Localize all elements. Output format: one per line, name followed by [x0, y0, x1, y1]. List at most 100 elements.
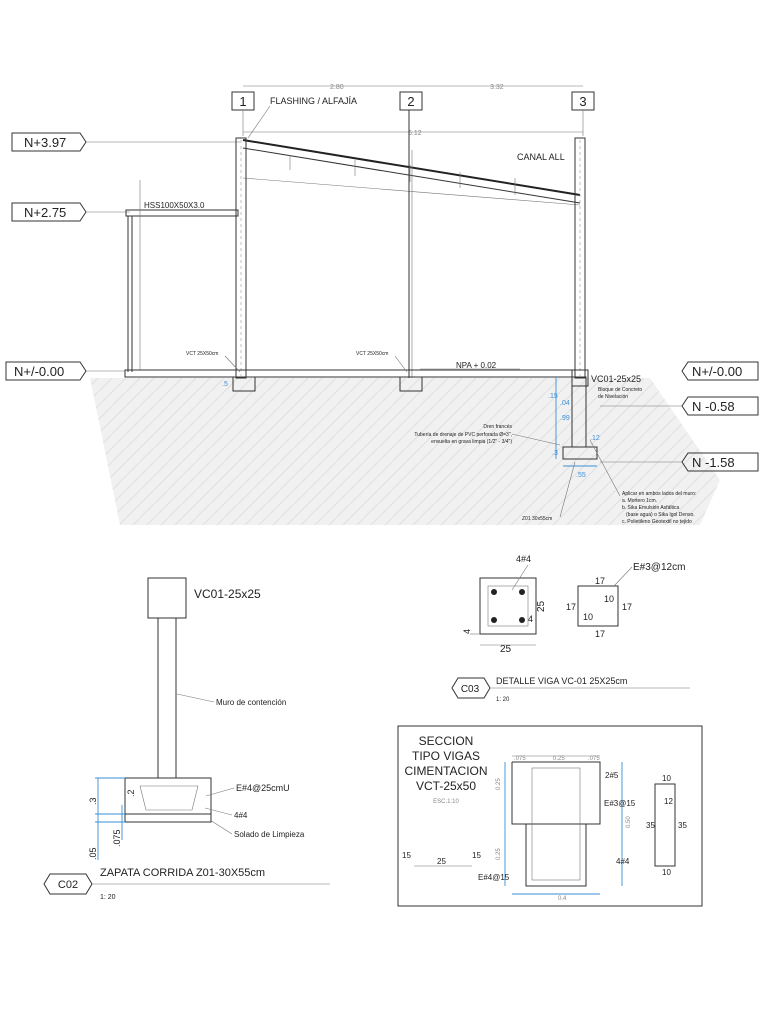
vct-bottom-dim: 0.4 [558, 896, 567, 902]
level-tag-158: N -1.58 [600, 452, 759, 472]
vc01-label: VC01-25x25 [591, 374, 641, 384]
svg-text:C02: C02 [58, 879, 78, 891]
muro-label: Muro de contención [216, 698, 286, 707]
aplicar-line-2: a. Mortero 1cm. [622, 498, 657, 504]
beam-section [479, 577, 537, 635]
dren-line-3: envuelta en grava limpia (1/2" - 3/4") [431, 439, 512, 445]
section-elevation: 1 2 3 2.80 3.32 6.12 FLASHING / ALFAJÍA … [5, 84, 759, 525]
vct-left-dim-3: 15 [472, 851, 481, 860]
c02-title: ZAPATA CORRIDA Z01-30X55cm [100, 867, 265, 879]
vct-stirrup-r: E#3@15 [604, 799, 636, 808]
dim-005: .05 [88, 847, 98, 860]
svg-text:17: 17 [566, 602, 576, 612]
svg-text:N -0.58: N -0.58 [692, 399, 735, 414]
detail-c03: 4#4 25 25 4 4 E#3@12cm 17 17 17 17 10 10… [451, 554, 690, 703]
vct-title-1: SECCION [419, 734, 474, 748]
dim-03: .3 [552, 450, 558, 457]
grid-dim-2: 3.32 [490, 84, 504, 91]
svg-text:N+2.75: N+2.75 [24, 205, 66, 220]
vct-scale: ESC.1:10 [433, 799, 459, 805]
dim-015: .15 [548, 393, 558, 400]
c02-tag [43, 873, 93, 895]
level-tag-275: N+2.75 [11, 202, 130, 222]
svg-text:17: 17 [622, 602, 632, 612]
c03-bars-label: 4#4 [516, 554, 531, 564]
vct-bottom-bars: 4#4 [616, 857, 630, 866]
vct-stirrup-l: E#4@15 [478, 873, 510, 882]
dren-line-1: Dren francés [483, 424, 512, 430]
aplicar-line-3: b. Sika Emulsión Asfáltica [622, 505, 679, 511]
svg-text:3: 3 [579, 94, 586, 109]
grid-bubble-1: 1 [231, 91, 255, 111]
c03-title: DETALLE VIGA VC-01 25X25cm [496, 676, 627, 686]
svg-text:12: 12 [664, 797, 673, 806]
aplicar-line-5: c. Polietileno Geotextil no tejido [622, 519, 692, 525]
vct-bars: 2#5 [605, 771, 619, 780]
canal-label: CANAL ALL [517, 152, 565, 162]
svg-text:N -1.58: N -1.58 [692, 455, 735, 470]
level-tag-000-left: N+/-0.00 [5, 361, 125, 381]
svg-text:10: 10 [583, 612, 593, 622]
svg-text:N+/-0.00: N+/-0.00 [692, 364, 742, 379]
vct-title-4: VCT-25x50 [416, 779, 476, 793]
hss-label: HSS100X50X3.0 [144, 201, 205, 210]
dim-02: .2 [126, 789, 136, 797]
dim-004: .04 [560, 400, 570, 407]
c03-dim-h: 25 [536, 600, 547, 612]
svg-text:35: 35 [646, 821, 655, 830]
c03-dim-w: 25 [500, 644, 512, 655]
c03-scale: 1: 20 [496, 697, 510, 703]
dim-012: .12 [590, 435, 600, 442]
detail-vct: SECCION TIPO VIGAS CIMENTACION VCT-25x50… [397, 725, 703, 907]
c02-vc01-label: VC01-25x25 [194, 587, 261, 601]
c03-cover-2: 4 [528, 614, 533, 624]
detail-c02: VC01-25x25 Muro de contención .2 .3 .075… [43, 577, 330, 901]
svg-text:1: 1 [239, 94, 246, 109]
floor-slab [124, 369, 586, 378]
vct-top-1: .075 [514, 756, 526, 762]
svg-text:17: 17 [595, 576, 605, 586]
wall-stem [157, 617, 177, 779]
z01-label: Z01 30x55cm [522, 516, 552, 522]
vct-top-2: 0.25 [553, 756, 565, 762]
dim-099: .99 [560, 415, 570, 422]
dim-0075: .075 [112, 829, 122, 847]
svg-text:N+/-0.00: N+/-0.00 [14, 364, 64, 379]
dim-055: .55 [576, 472, 586, 479]
dim-05: .5 [222, 381, 228, 388]
solado [124, 813, 212, 823]
svg-text:17: 17 [595, 629, 605, 639]
svg-text:35: 35 [678, 821, 687, 830]
vct-title-2: TIPO VIGAS [412, 749, 480, 763]
vct-side-2: 0.25 [496, 778, 502, 790]
vct-top-3: .075 [588, 756, 600, 762]
vct-frame [397, 725, 703, 907]
svg-text:10: 10 [662, 868, 671, 877]
bar-label: 4#4 [234, 811, 248, 820]
svg-text:C03: C03 [461, 684, 480, 695]
vct-left-dim-2: 25 [437, 857, 446, 866]
vc01-box [147, 577, 187, 619]
total-dim: 6.12 [408, 130, 422, 137]
vct-side-3: 0.25 [496, 848, 502, 860]
vct-mid-label: VCT 25X50cm [356, 351, 388, 357]
flashing-label: FLASHING / ALFAJÍA [270, 96, 357, 106]
c03-tag [451, 677, 491, 699]
footing [124, 777, 212, 815]
level-tag-058: N -0.58 [600, 396, 759, 416]
aplicar-line-1: Aplicar en ambos lados del muro: [622, 491, 696, 497]
grid-bubble-3: 3 [571, 91, 595, 111]
vct-stirrup-shape [654, 783, 676, 867]
svg-text:2: 2 [407, 94, 414, 109]
hss-beam [125, 209, 239, 217]
level-tag-000-right: N+/-0.00 [681, 361, 759, 381]
roof-top [242, 139, 581, 196]
ground-fill [90, 378, 720, 525]
c03-cover-1: 4 [462, 629, 472, 634]
e4-label: E#4@25cmU [236, 783, 290, 793]
vct-side-1: 0.50 [626, 816, 632, 828]
stirrup-shape [577, 585, 619, 627]
vct-left-dim-1: 15 [402, 851, 411, 860]
dim-03: .3 [88, 797, 98, 805]
